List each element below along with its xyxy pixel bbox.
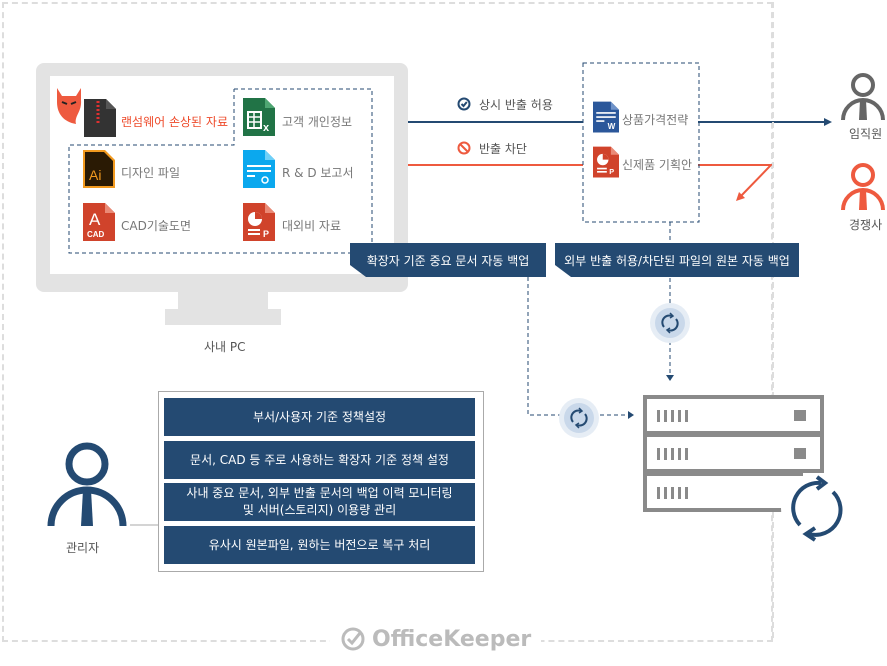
admin-label: 관리자 xyxy=(66,541,100,555)
important-files-outline xyxy=(68,88,373,254)
cad-file-icon: A CAD xyxy=(83,203,115,241)
brand-name: OfficeKeeper xyxy=(372,626,532,652)
file-name: 랜섬웨어 손상된 자료 xyxy=(121,115,228,129)
svg-text:Ai: Ai xyxy=(89,167,101,183)
file-name: 고객 개인정보 xyxy=(282,115,353,129)
outbound-file-name: 상품가격전략 xyxy=(622,113,689,127)
block-icon xyxy=(457,141,471,155)
admin-feature: 문서, CAD 등 주로 사용하는 확장자 기준 정책 설정 xyxy=(164,441,475,479)
illustrator-file-icon: Ai xyxy=(83,150,115,188)
allow-label: 상시 반출 허용 xyxy=(479,98,553,112)
extension-backup-banner: 확장자 기준 중요 문서 자동 백업 xyxy=(350,243,546,277)
pc-label: 사내 PC xyxy=(204,340,246,354)
server-unit xyxy=(643,433,824,473)
outbound-backup-banner: 외부 반출 허용/차단된 파일의 원본 자동 백업 xyxy=(555,243,799,277)
server-unit xyxy=(643,472,803,512)
admin-feature: 유사시 원본파일, 원하는 버전으로 복구 처리 xyxy=(164,526,475,564)
svg-text:CAD: CAD xyxy=(87,230,105,239)
server-details xyxy=(657,410,843,542)
admin-person-icon xyxy=(47,442,127,527)
powerpoint-file-icon: P xyxy=(593,146,619,178)
powerpoint-file-icon: P xyxy=(243,203,275,241)
outbound-file-name: 신제품 기획안 xyxy=(622,158,693,172)
svg-text:x: x xyxy=(263,122,270,134)
allow-arrow xyxy=(824,118,832,126)
file-name: 디자인 파일 xyxy=(121,166,181,180)
outbound-files-box xyxy=(582,62,700,223)
admin-feature: 사내 중요 문서, 외부 반출 문서의 백업 이력 모니터링 및 서버(스토리지… xyxy=(164,483,475,521)
block-label: 반출 차단 xyxy=(479,142,527,156)
competitor-person-icon xyxy=(841,163,885,211)
ransomware-devil-icon xyxy=(57,88,82,124)
file-name: 대외비 자료 xyxy=(282,219,342,233)
block-line-out xyxy=(698,164,774,198)
document-file-icon xyxy=(243,150,275,188)
monitor-base xyxy=(165,309,281,325)
brand-check-icon xyxy=(341,627,365,651)
file-name: CAD기술도면 xyxy=(121,219,191,233)
employee-person-icon xyxy=(841,73,885,121)
excel-file-icon: x xyxy=(243,98,275,136)
svg-text:W: W xyxy=(608,122,616,131)
check-circle-icon xyxy=(457,97,471,111)
word-file-icon: W xyxy=(593,101,619,133)
svg-text:A: A xyxy=(89,210,101,229)
block-arrow xyxy=(736,192,745,201)
sync-icon xyxy=(650,303,690,343)
svg-text:P: P xyxy=(609,167,614,176)
admin-feature: 부서/사용자 기준 정책설정 xyxy=(164,398,475,436)
sync-icon xyxy=(559,398,599,438)
file-name: R & D 보고서 xyxy=(282,166,354,180)
zip-file-icon xyxy=(84,99,116,137)
employee-label: 임직원 xyxy=(849,127,883,141)
svg-text:P: P xyxy=(263,229,269,239)
competitor-label: 경쟁사 xyxy=(849,218,883,232)
brand-logo: OfficeKeeper xyxy=(330,626,542,652)
monitor-stand xyxy=(178,292,268,310)
